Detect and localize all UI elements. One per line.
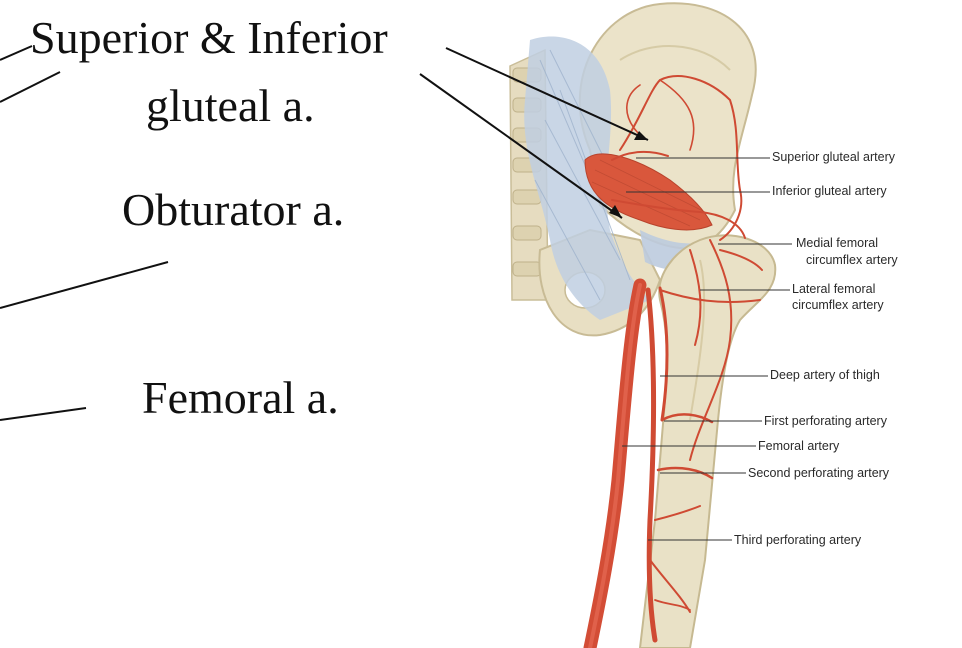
femur bbox=[638, 234, 777, 648]
slide-annotation-lines bbox=[0, 45, 649, 421]
arterial-branches bbox=[611, 75, 763, 643]
sacral-ligaments bbox=[524, 36, 650, 320]
superior-inferior-label: Superior & Inferior bbox=[30, 12, 388, 63]
gluteal-label: gluteal a. bbox=[146, 80, 315, 131]
arrowheads bbox=[609, 131, 648, 218]
label-deep-artery-of-thigh: Deep artery of thigh bbox=[770, 368, 880, 382]
label-medial-femoral-2: circumflex artery bbox=[806, 253, 898, 267]
figure-leader-lines bbox=[622, 157, 792, 541]
femoral-label: Femoral a. bbox=[142, 372, 339, 423]
label-femoral-artery: Femoral artery bbox=[758, 439, 840, 453]
label-second-perforating-artery: Second perforating artery bbox=[748, 466, 890, 480]
label-superior-gluteal-artery: Superior gluteal artery bbox=[772, 150, 895, 164]
label-first-perforating-artery: First perforating artery bbox=[764, 414, 887, 428]
label-medial-femoral-1: Medial femoral bbox=[796, 236, 878, 250]
obturator-label: Obturator a. bbox=[122, 184, 345, 235]
label-third-perforating-artery: Third perforating artery bbox=[734, 533, 862, 547]
label-inferior-gluteal-artery: Inferior gluteal artery bbox=[772, 184, 887, 198]
label-lateral-femoral-1: Lateral femoral bbox=[792, 282, 876, 296]
label-lateral-femoral-2: circumflex artery bbox=[792, 298, 884, 312]
